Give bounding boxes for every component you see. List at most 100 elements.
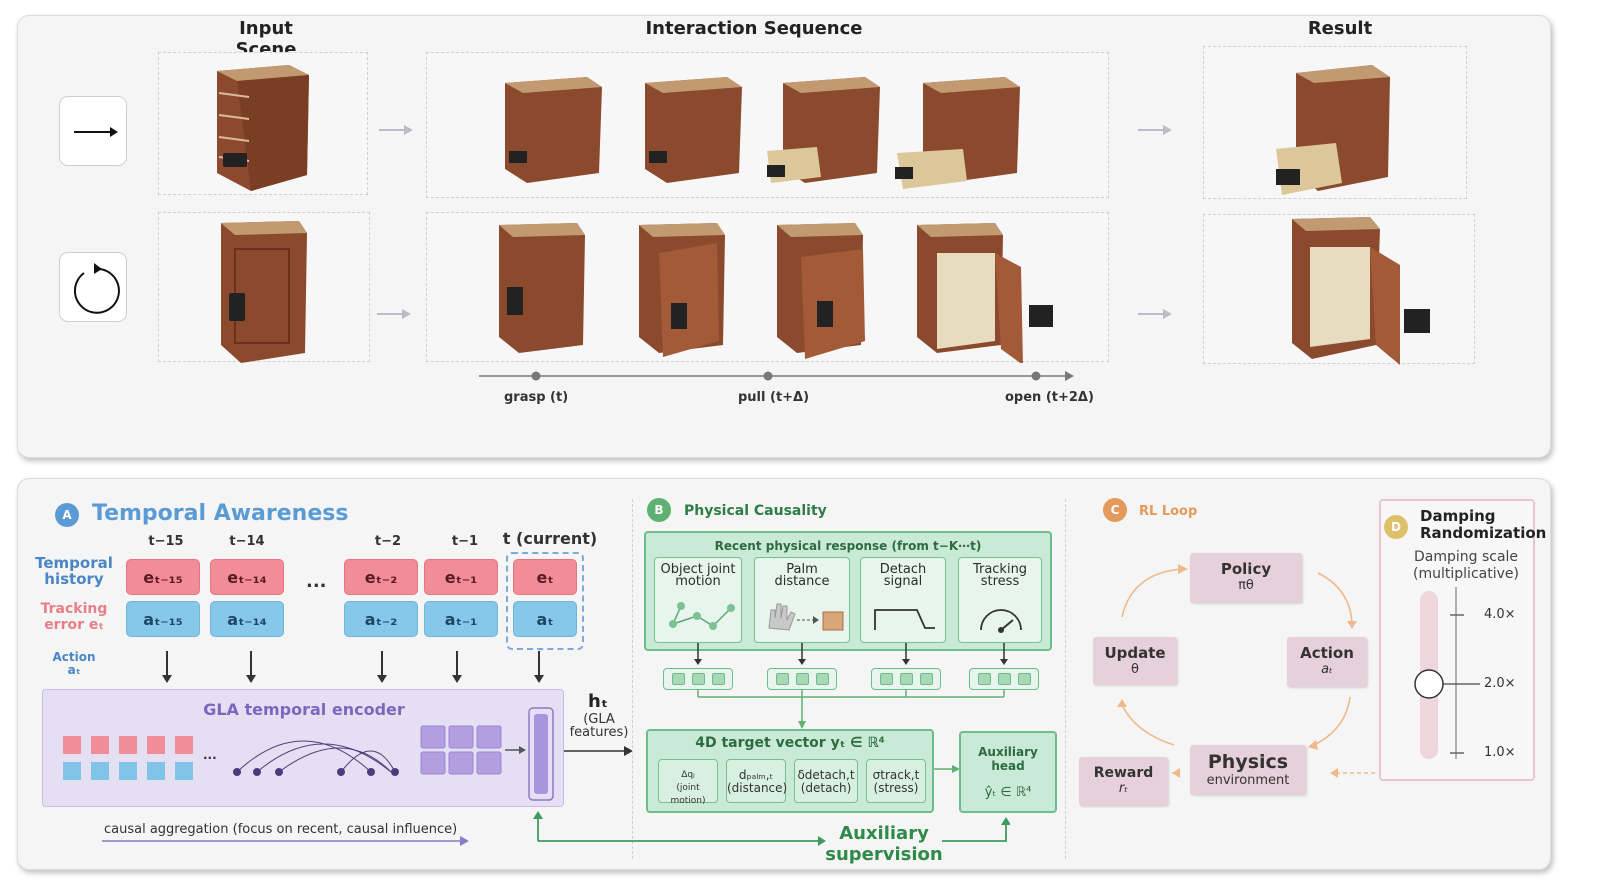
feature-chip [969, 668, 1039, 690]
vector-cell-distance: dₚₐₗₘ,ₜ(distance) [726, 759, 787, 803]
section-c-badge: C [1103, 498, 1127, 522]
feature-chip [663, 668, 733, 690]
damping-scale-label: Damping scale(multiplicative) [1413, 549, 1519, 582]
signal-flow-arrows [694, 643, 1008, 729]
physical-response-title: Recent physical response (from t−K⋯t) [714, 539, 982, 553]
action-cell-current: aₜ [513, 601, 577, 637]
section-divider [1065, 499, 1066, 859]
result-cabinet-image [1292, 217, 1430, 365]
time-label: t−1 [451, 534, 479, 549]
result-cabinet-box [1203, 214, 1475, 365]
drawer-sequence-images [505, 77, 1020, 189]
down-arrow [162, 651, 172, 683]
drawer-cabinet-image [217, 65, 309, 191]
flow-arrow [1138, 309, 1172, 319]
rl-loop-title: RL Loop [1139, 504, 1198, 519]
sequence-cabinet-box [426, 212, 1109, 365]
tick-label-1x: 1.0× [1484, 745, 1516, 760]
history-ellipsis: ... [306, 571, 327, 592]
section-a-badge: A [55, 503, 79, 527]
rl-loop-arrows [1117, 564, 1378, 778]
timeline-label-grasp: grasp (t) [504, 390, 569, 405]
revolute-mode-button[interactable] [59, 252, 127, 322]
action-cell: aₜ₋₂ [344, 601, 418, 637]
gauge-icon [980, 609, 1022, 633]
section-divider [632, 499, 633, 859]
door-sequence-images [499, 223, 1053, 365]
timeline-point-pull [763, 371, 773, 381]
error-cell: eₜ₋₁₄ [210, 559, 284, 595]
gla-encoder-box: GLA temporal encoder [42, 689, 564, 807]
down-arrow [452, 651, 462, 683]
gla-encoder-diagram [63, 707, 554, 801]
slider-thumb [1414, 669, 1444, 699]
section-d-badge: D [1384, 515, 1408, 539]
action-cell: aₜ₋₁ [424, 601, 498, 637]
vector-cell-joint-motion: Δqⱼ(joint motion) [658, 759, 718, 806]
causal-aggregation-note: causal aggregation (focus on recent, cau… [104, 822, 458, 837]
error-cell-current: eₜ [513, 559, 577, 595]
result-drawer-box [1203, 46, 1467, 199]
action-cell: aₜ₋₁₄ [210, 601, 284, 637]
flow-arrow [379, 125, 413, 135]
palm-distance-icon [768, 603, 844, 631]
interaction-sequence-title: Interaction Sequence [645, 18, 863, 39]
time-label-current: t (current) [502, 529, 598, 548]
input-scene-cabinet-box [158, 212, 370, 363]
auxiliary-head-formula: ŷₜ ∈ ℝ⁴ [984, 785, 1032, 800]
result-drawer-image [1276, 65, 1390, 195]
to-aux-head-arrow [934, 765, 960, 773]
feature-chip [767, 668, 837, 690]
result-title: Result [1307, 18, 1373, 39]
causal-aggregation-arrow [102, 836, 469, 846]
temporal-awareness-title: Temporal Awareness [92, 501, 349, 526]
target-vector-title: 4D target vector yₜ ∈ ℝ⁴ [695, 735, 885, 751]
gla-encoder-title: GLA temporal encoder [203, 700, 405, 719]
rotate-icon [74, 263, 120, 314]
down-arrow [377, 651, 387, 683]
down-arrow [534, 651, 544, 683]
prismatic-mode-button[interactable] [59, 96, 127, 166]
tick-label-2x: 2.0× [1484, 676, 1516, 691]
time-label: t−14 [229, 534, 265, 549]
encoder-ellipsis: ... [203, 748, 217, 762]
flow-arrow [1138, 125, 1172, 135]
damping-slider[interactable] [1408, 587, 1538, 763]
vector-cell-detach: δdetach,t(detach) [794, 759, 858, 803]
timeline-point-open [1031, 371, 1041, 381]
vector-cell-stress: σtrack,t(stress) [866, 759, 926, 803]
ht-label: hₜ [588, 691, 608, 712]
timeline-label-pull: pull (t+Δ) [738, 390, 810, 405]
error-cell: eₜ₋₂ [344, 559, 418, 595]
feature-chip [871, 668, 941, 690]
interaction-overview-panel: Input Scene Interaction Sequence Result [17, 15, 1551, 458]
error-cell: eₜ₋₁ [424, 559, 498, 595]
door-cabinet-image [221, 221, 307, 363]
time-label: t−2 [374, 534, 402, 549]
time-label: t−15 [148, 534, 184, 549]
physical-causality-title: Physical Causality [684, 503, 827, 519]
action-cell: aₜ₋₁₅ [126, 601, 200, 637]
down-arrow [246, 651, 256, 683]
auxiliary-supervision-arrows [533, 811, 1010, 846]
features-arrow [564, 746, 633, 756]
damping-randomization-box [1379, 499, 1535, 781]
current-step-highlight [506, 552, 584, 650]
timeline-axis [479, 371, 1074, 381]
